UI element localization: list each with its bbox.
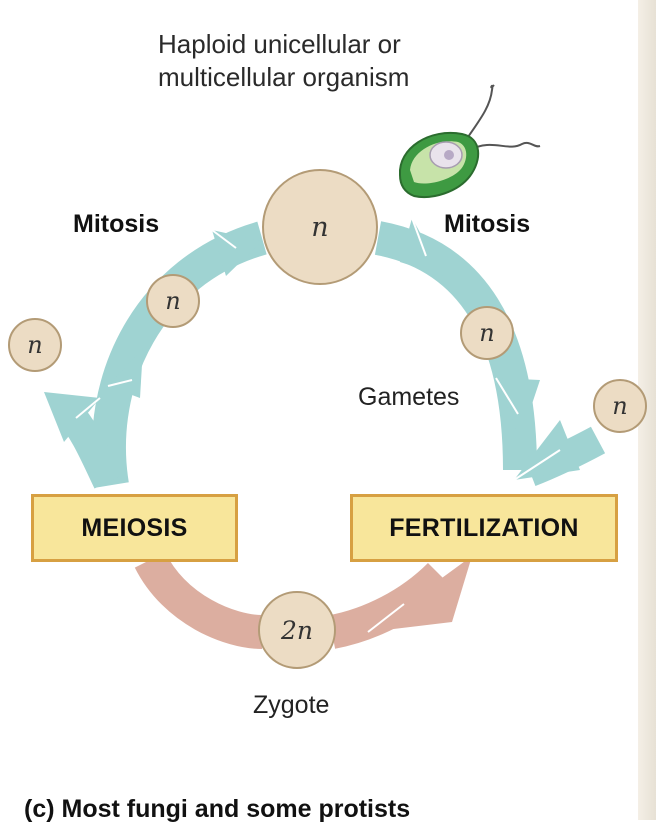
haploid-spore-left xyxy=(8,318,62,372)
zygote-label: Zygote xyxy=(253,691,330,719)
fertilization-label: FERTILIZATION xyxy=(389,513,579,542)
diploid-arc xyxy=(134,551,263,649)
fertilization-box: FERTILIZATION xyxy=(350,494,618,562)
zygote-cell xyxy=(258,591,336,669)
mitosis-label-right: Mitosis xyxy=(444,210,531,238)
arrowhead-branch-left xyxy=(44,392,100,442)
flagellate-organism-icon xyxy=(398,84,541,198)
haploid-gamete-incoming xyxy=(593,379,647,433)
page-edge xyxy=(638,0,656,820)
figure-caption: (c) Most fungi and some protists xyxy=(24,795,411,823)
gametes-label: Gametes xyxy=(358,383,460,411)
mitosis-label-left: Mitosis xyxy=(73,210,160,238)
haploid-organism-cell xyxy=(262,169,378,285)
haploid-gamete-right-arc xyxy=(460,306,514,360)
organism-title-line1: Haploid unicellular or xyxy=(158,29,401,59)
arrowhead-left-upper xyxy=(212,230,262,276)
arrowhead-gamete-in xyxy=(514,420,580,480)
arrowhead-right-mid xyxy=(496,378,540,440)
arrowhead-left-mid xyxy=(108,348,143,398)
meiosis-box: MEIOSIS xyxy=(31,494,238,562)
organism-title: Haploid unicellular or multicellular org… xyxy=(158,28,409,94)
haploid-cell-left-arc xyxy=(146,274,200,328)
meiosis-label: MEIOSIS xyxy=(81,513,188,542)
organism-title-line2: multicellular organism xyxy=(158,62,410,92)
